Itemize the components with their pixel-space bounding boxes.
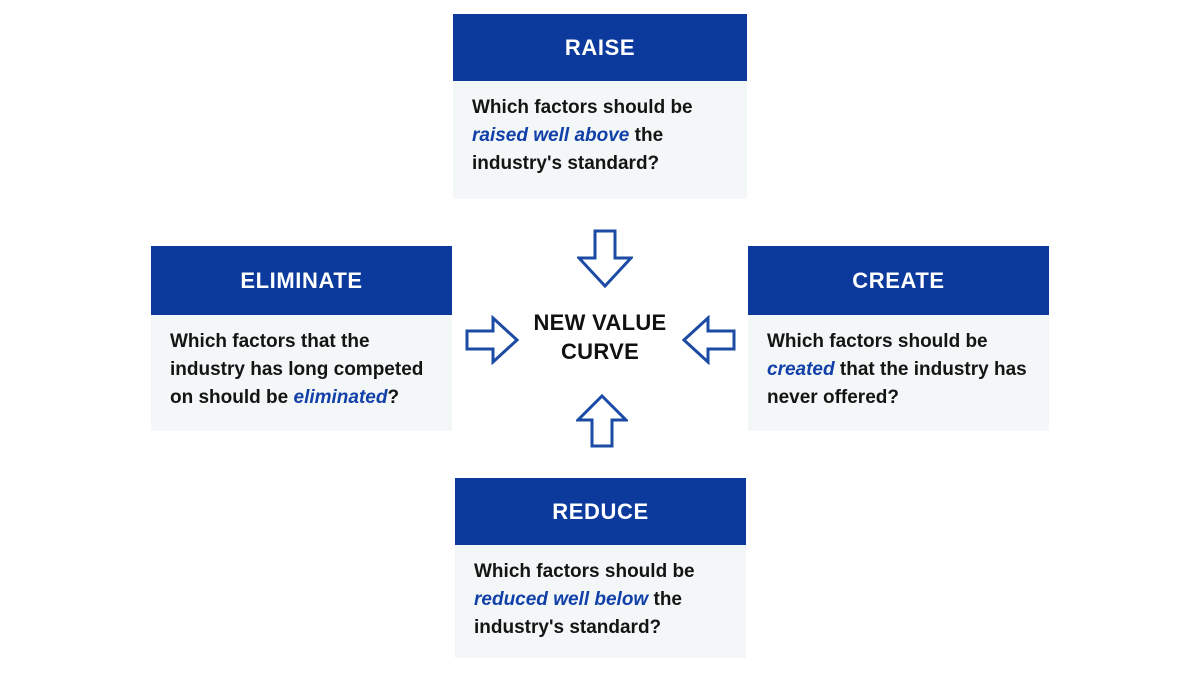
raise-question-emphasis: raised well above	[472, 125, 630, 146]
arrow-left-icon	[682, 315, 736, 365]
arrow-down-icon	[577, 229, 633, 289]
create-question-emphasis: created	[767, 359, 835, 380]
raise-card: RAISE Which factors should be raised wel…	[453, 14, 747, 199]
eliminate-card: ELIMINATE Which factors that the industr…	[151, 246, 452, 431]
create-question-pre: Which factors should be	[767, 331, 988, 352]
reduce-question-emphasis: reduced well below	[474, 589, 649, 610]
reduce-card: REDUCE Which factors should be reduced w…	[455, 478, 746, 658]
eliminate-question: Which factors that the industry has long…	[151, 315, 452, 431]
create-question: Which factors should be created that the…	[748, 315, 1049, 431]
create-title: CREATE	[852, 267, 945, 293]
raise-question: Which factors should be raised well abov…	[453, 81, 747, 199]
reduce-question-post: the industry's standard?	[474, 589, 682, 638]
arrow-right-icon	[465, 315, 519, 365]
eliminate-question-emphasis: eliminated	[293, 387, 388, 408]
reduce-question-pre: Which factors should be	[474, 561, 695, 582]
eliminate-header: ELIMINATE	[151, 246, 452, 315]
arrow-up-icon	[576, 394, 628, 448]
center-label: NEW VALUE CURVE	[533, 310, 667, 364]
raise-title: RAISE	[564, 34, 636, 60]
eliminate-question-pre: Which factors that the industry has long…	[170, 331, 424, 408]
create-card: CREATE Which factors should be created t…	[748, 246, 1049, 431]
create-header: CREATE	[748, 246, 1049, 315]
raise-header: RAISE	[453, 14, 747, 81]
reduce-question: Which factors should be reduced well bel…	[455, 545, 746, 658]
raise-question-post: the industry's standard?	[472, 125, 664, 174]
reduce-title: REDUCE	[552, 498, 649, 524]
raise-question-pre: Which factors should be	[472, 97, 693, 118]
eliminate-question-post: ?	[387, 387, 400, 408]
reduce-header: REDUCE	[455, 478, 746, 545]
create-question-post: that the industry has never offered?	[767, 359, 1027, 408]
eliminate-title: ELIMINATE	[240, 267, 363, 293]
